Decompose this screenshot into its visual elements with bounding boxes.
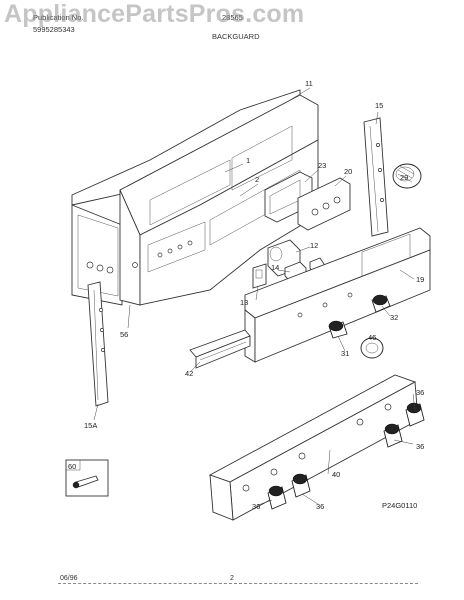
manifold-panel [208, 374, 419, 521]
knob-36-a [267, 485, 287, 510]
callout-29: 29 [400, 173, 408, 182]
callout-60: 60 [68, 462, 76, 471]
callout-1: 1 [246, 156, 250, 165]
switch-block [297, 177, 351, 231]
callout-13: 13 [240, 298, 248, 307]
backguard-housing [119, 94, 319, 306]
bracket-hole [99, 308, 103, 312]
callout-14: 14 [271, 263, 279, 272]
callout-46: 46 [368, 333, 376, 342]
screw-60 [65, 459, 109, 497]
knob-36-b [291, 473, 311, 498]
callout-36-mid: 36 [316, 502, 324, 511]
callout-36-left: 36 [252, 502, 260, 511]
manifold-hole [270, 468, 278, 476]
housing-hole [132, 262, 138, 268]
housing-hole [157, 252, 163, 258]
manifold-hole [298, 452, 306, 460]
callout-36-right: 36 [416, 442, 424, 451]
publication-number: 5995285343 [33, 25, 75, 34]
section-title: BACKGUARD [212, 32, 260, 41]
panel-hole [96, 264, 104, 272]
knob-46 [360, 337, 384, 359]
knob-29 [392, 163, 422, 189]
manifold-hole [356, 418, 364, 426]
watermark: AppliancePartsPros.com [4, 0, 305, 28]
callout-32: 32 [390, 313, 398, 322]
housing-hole [177, 244, 183, 250]
knob-36-c [383, 423, 403, 448]
panel-hole [347, 292, 353, 298]
manifold-hole [384, 403, 392, 411]
callout-15a: 15A [84, 421, 97, 430]
housing-hole [167, 248, 173, 254]
callout-23: 23 [318, 161, 326, 170]
panel-hole [106, 266, 114, 274]
bracket-hole [376, 143, 380, 147]
switch-hole [333, 196, 341, 204]
callout-36-upper: 36 [416, 388, 424, 397]
panel-hole [86, 261, 94, 269]
knob-32 [371, 294, 391, 313]
switch-hole [322, 202, 330, 210]
side-bracket-left [87, 281, 109, 407]
trim-strip [189, 329, 251, 369]
callout-20: 20 [344, 167, 352, 176]
callout-11: 11 [305, 79, 313, 88]
callout-19: 19 [416, 275, 424, 284]
footer-rule [58, 583, 418, 584]
footer-date: 06/96 [60, 575, 78, 582]
bracket-hole [378, 168, 382, 172]
knob-36-d [405, 402, 425, 427]
control-panel [244, 227, 431, 363]
bracket-hole [380, 198, 384, 202]
callout-42: 42 [185, 369, 193, 378]
manifold-hole [242, 484, 250, 492]
side-bracket-right [363, 117, 389, 237]
leader-lines [93, 87, 416, 506]
callout-15: 15 [375, 101, 383, 110]
callout-labels: 11 15 1 2 23 20 29 12 14 19 13 32 56 46 … [68, 79, 424, 511]
diagram-code: P24G0110 [382, 501, 417, 510]
panel-hole [322, 302, 328, 308]
bracket-hole [101, 348, 105, 352]
model-number: 28565 [222, 13, 243, 22]
switch-hole [311, 208, 319, 216]
publication-label: Publication No. [33, 13, 84, 22]
indicator-light [252, 263, 267, 289]
knob-31 [328, 320, 348, 339]
panel-hole [297, 312, 303, 318]
housing-hole [187, 240, 193, 246]
callout-40: 40 [332, 470, 340, 479]
bracket-hole [100, 328, 104, 332]
callout-31: 31 [341, 349, 349, 358]
callout-56: 56 [120, 330, 128, 339]
callout-12: 12 [310, 241, 318, 250]
callout-2: 2 [255, 175, 259, 184]
footer-page: 2 [230, 575, 234, 582]
